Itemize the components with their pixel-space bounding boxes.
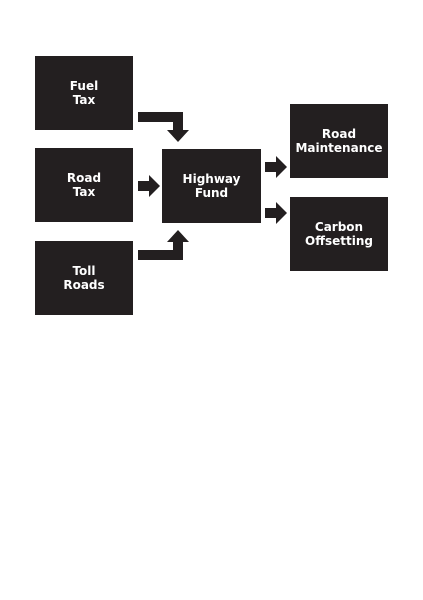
arrow-highway-to-carbon xyxy=(265,202,287,224)
node-toll-roads-line2: Roads xyxy=(63,278,105,292)
arrow-highway-to-maintenance xyxy=(265,156,287,178)
node-fuel-tax: Fuel Tax xyxy=(35,56,133,130)
node-fuel-tax-line2: Tax xyxy=(72,93,96,107)
node-road-tax-line1: Road xyxy=(66,171,102,185)
node-road-tax-line2: Tax xyxy=(72,185,96,199)
node-highway-fund-line1: Highway xyxy=(182,172,241,186)
arrow-toll-to-highway-base xyxy=(138,250,183,260)
node-toll-roads-line1: Toll xyxy=(72,264,96,278)
node-highway-fund-line2: Fund xyxy=(194,186,229,200)
node-highway-fund: Highway Fund xyxy=(162,149,261,223)
node-toll-roads: Toll Roads xyxy=(35,241,133,315)
node-carbon-offsetting: Carbon Offsetting xyxy=(290,197,388,271)
arrow-fuel-to-highway xyxy=(138,112,189,142)
node-road-maintenance-line1: Road xyxy=(321,127,357,141)
node-carbon-offsetting-line2: Offsetting xyxy=(305,234,373,248)
node-road-maintenance: Road Maintenance xyxy=(290,104,388,178)
node-road-maintenance-line2: Maintenance xyxy=(295,141,383,155)
node-carbon-offsetting-line1: Carbon xyxy=(314,220,364,234)
arrow-roadtax-to-highway xyxy=(138,175,160,197)
node-road-tax: Road Tax xyxy=(35,148,133,222)
node-fuel-tax-line1: Fuel xyxy=(69,79,99,93)
